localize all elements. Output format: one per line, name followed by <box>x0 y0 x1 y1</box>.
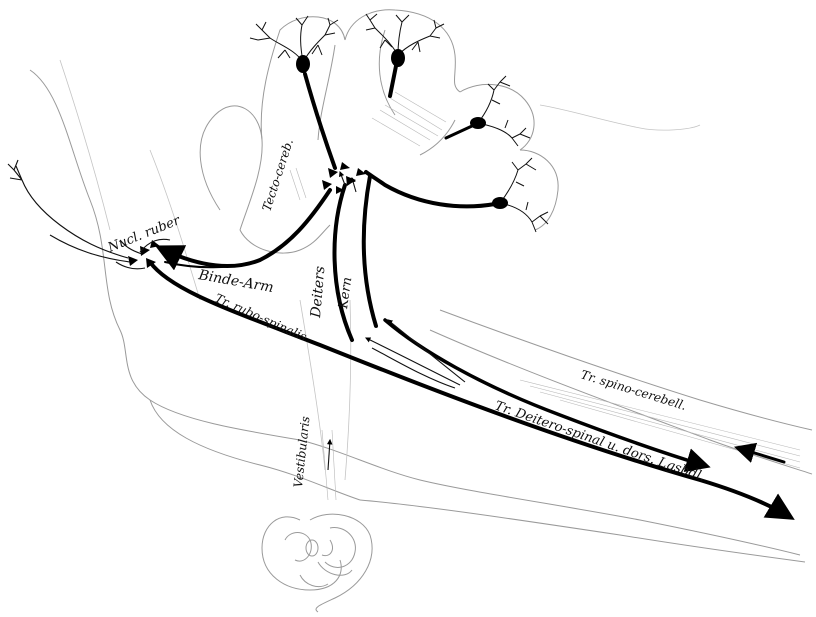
label-deiters: Deiters <box>308 265 329 319</box>
cell-top-left <box>250 16 338 73</box>
label-tr-rubo-spinalis: Tr. rubo-spinalis <box>213 291 309 344</box>
labyrinth <box>262 514 372 612</box>
cell-right-lower <box>492 158 548 232</box>
label-binde-arm: Binde-Arm <box>196 267 274 296</box>
cell-right-upper <box>446 76 530 146</box>
label-tr-spino-cerebell: Tr. spino-cerebell. <box>579 367 688 412</box>
label-vestibularis: Vestibularis <box>291 416 312 489</box>
tracts <box>150 74 790 517</box>
label-kern: Kern <box>336 276 355 310</box>
cell-top-middle <box>366 14 444 96</box>
shading <box>290 92 800 500</box>
label-tecto-cereb: Tecto-cereb. <box>260 137 297 213</box>
